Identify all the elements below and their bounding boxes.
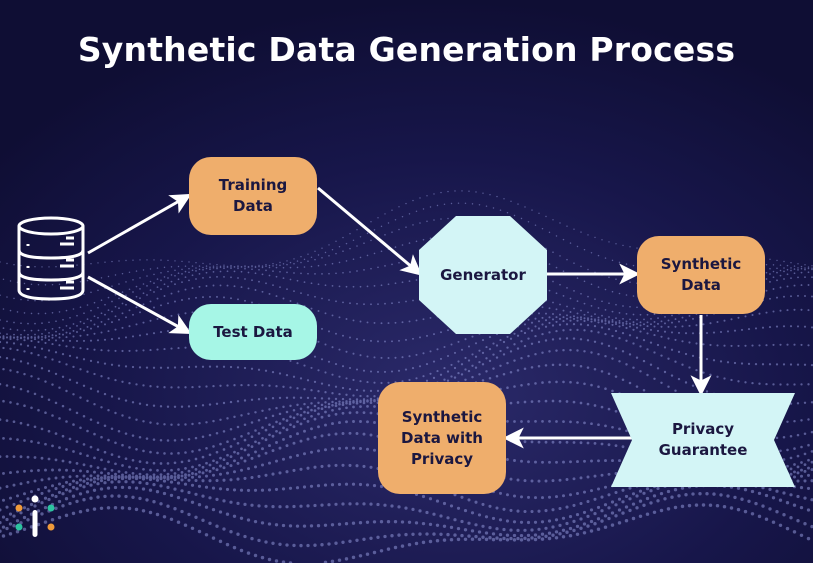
arrow-training-to-generator xyxy=(317,186,423,276)
node-test-data: Test Data xyxy=(189,304,317,360)
node-synthetic-data-with-privacy-label: Synthetic Data with Privacy xyxy=(401,407,483,468)
node-synthetic-data-label: Synthetic Data xyxy=(660,255,742,294)
brand-logo-icon xyxy=(15,495,55,537)
node-generator: Generator xyxy=(419,216,547,334)
database-icon xyxy=(17,216,85,301)
node-training-data: Training Data xyxy=(189,157,317,235)
node-test-data-label: Test Data xyxy=(213,322,293,341)
ribbon-shape xyxy=(611,393,795,487)
node-training-data-label: Training Data xyxy=(218,176,288,215)
octagon-shape xyxy=(419,216,547,334)
page-title: Synthetic Data Generation Process xyxy=(77,30,736,69)
arrow-source-to-training xyxy=(87,193,192,255)
arrow-source-to-test xyxy=(87,275,192,335)
node-generator-label: Generator xyxy=(440,265,526,284)
node-synthetic-data: Synthetic Data xyxy=(637,236,765,314)
node-privacy-guarantee: Privacy Guarantee xyxy=(611,393,795,487)
node-privacy-guarantee-label: Privacy Guarantee xyxy=(658,420,748,459)
node-synthetic-data-with-privacy: Synthetic Data with Privacy xyxy=(378,382,506,494)
